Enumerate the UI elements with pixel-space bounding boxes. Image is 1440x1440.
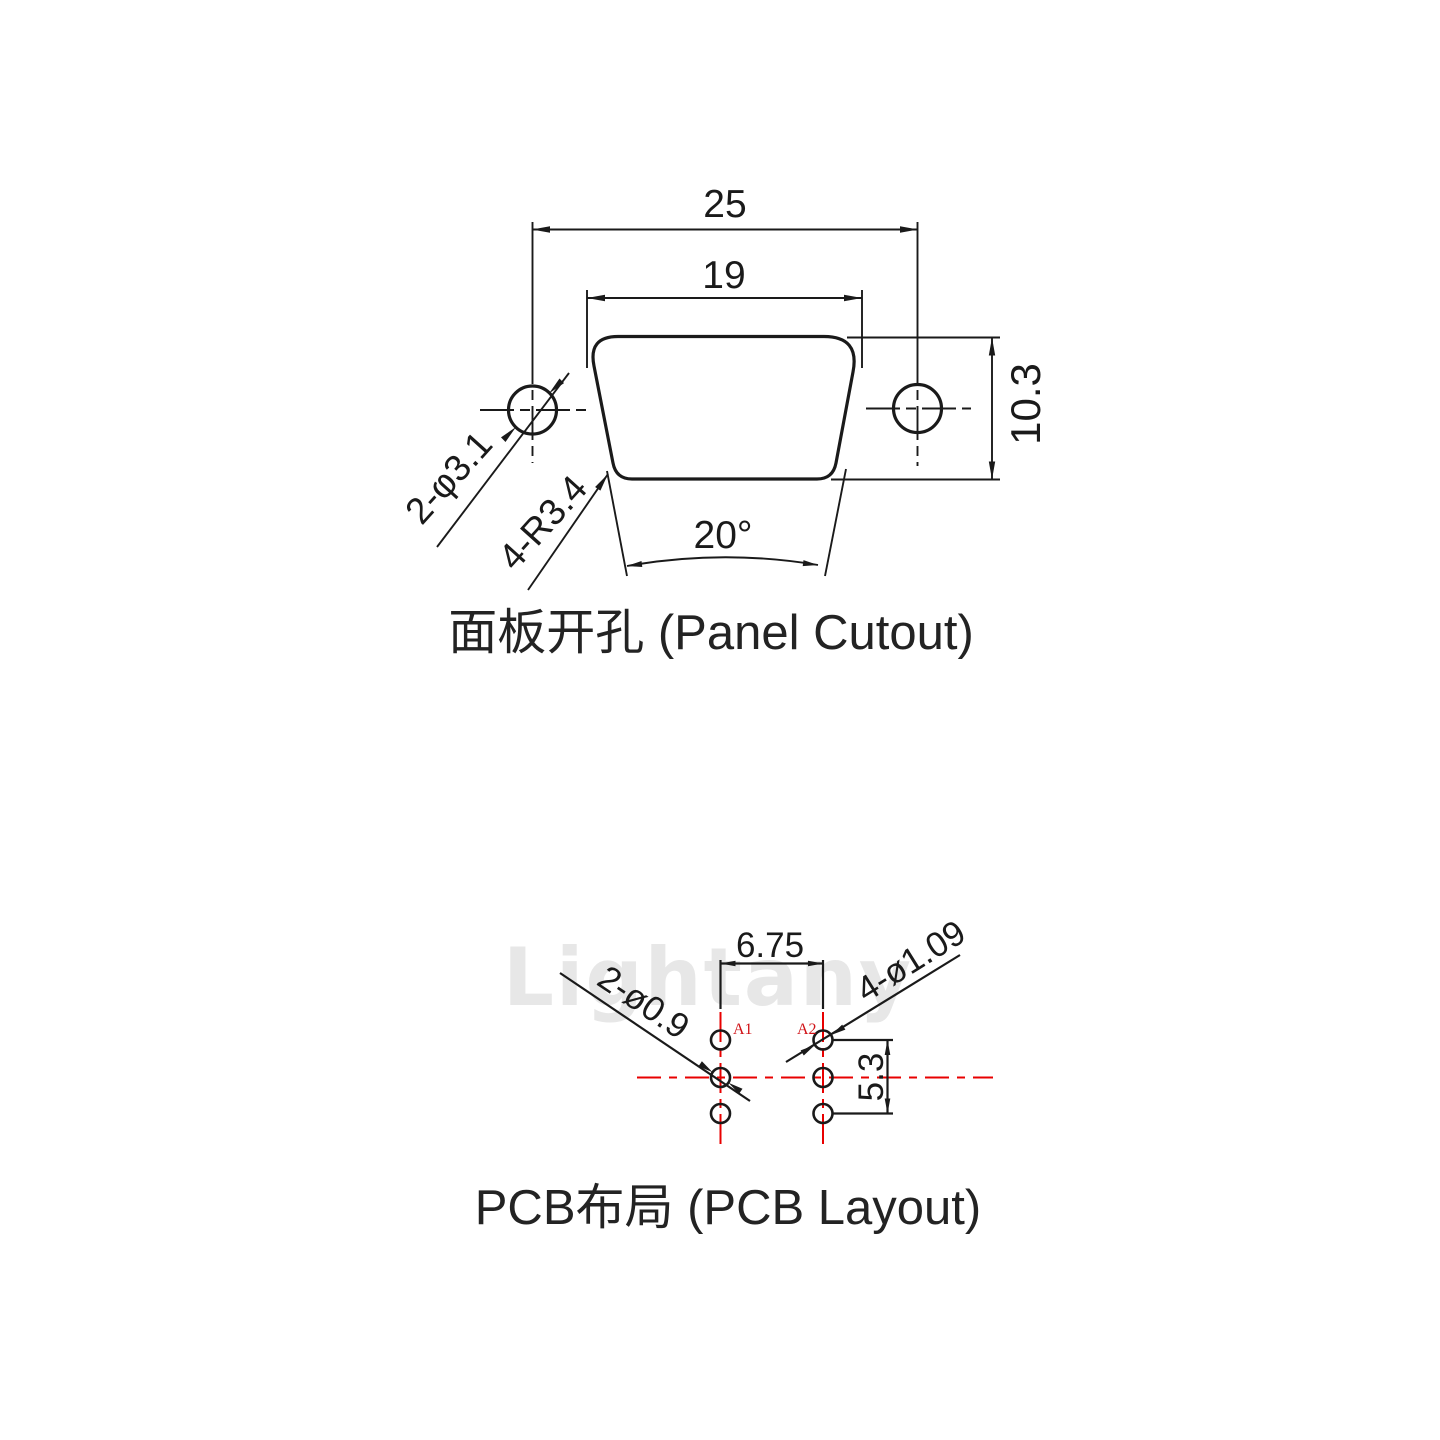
- leader-line-small-holes: [559, 972, 751, 1102]
- arrowhead: [698, 1061, 713, 1073]
- pcb-hole-left-middle: [709, 1066, 732, 1089]
- arrowhead: [831, 1024, 846, 1035]
- panel-cutout-outline: [591, 334, 856, 481]
- arrowhead: [549, 378, 564, 394]
- arrowhead: [501, 427, 516, 442]
- arrowhead: [988, 337, 996, 356]
- arrowhead: [532, 226, 550, 233]
- mount-holes-label: 2-φ3.1: [397, 424, 500, 532]
- pcb-hole-right-middle: [812, 1066, 834, 1089]
- panel-cutout-caption: 面板开孔 (Panel Cutout): [448, 606, 974, 660]
- pin-label-a1: A1: [733, 1021, 753, 1038]
- leader-line-large-holes: [785, 954, 961, 1063]
- arrowhead: [800, 1045, 815, 1056]
- arrowhead: [884, 1098, 891, 1114]
- pcb-layout-drawing: Lightany 6.75 5.: [475, 913, 993, 1235]
- dim-19-label: 19: [702, 254, 745, 297]
- arrowhead: [900, 226, 918, 233]
- arrowhead: [728, 1082, 743, 1094]
- watermark-text: Lightany: [503, 931, 913, 1024]
- arrowhead: [988, 461, 996, 480]
- angle-label: 20°: [694, 514, 753, 557]
- corner-radius-label: 4-R3.4: [490, 468, 595, 578]
- dim-53-label: 5.3: [852, 1053, 891, 1102]
- arrowhead: [627, 561, 643, 567]
- dim-103-label: 10.3: [1002, 363, 1049, 445]
- arrowhead: [595, 474, 608, 491]
- leader-line-corner-radius: [527, 473, 609, 591]
- angle-extension-left: [606, 470, 628, 577]
- panel-cutout-drawing: 25 19 10.3 2-φ3.1 4-R3.4: [397, 183, 1049, 660]
- arrowhead: [802, 560, 818, 567]
- arrowhead: [884, 1040, 891, 1055]
- arrowhead: [720, 960, 736, 967]
- dim-675-label: 6.75: [736, 926, 804, 965]
- pin-label-a2: A2: [797, 1021, 817, 1038]
- arrowhead: [844, 294, 862, 302]
- arrowhead: [808, 960, 823, 967]
- pcb-hole-left-bottom: [709, 1102, 732, 1125]
- angle-arc: [626, 556, 819, 567]
- pcb-layout-caption: PCB布局 (PCB Layout): [475, 1181, 982, 1235]
- leader-line-mount-holes: [436, 372, 570, 548]
- arrowhead: [587, 294, 605, 302]
- dim-25-label: 25: [703, 183, 746, 226]
- pcb-hole-a1: [709, 1029, 732, 1051]
- angle-extension-right: [824, 468, 847, 577]
